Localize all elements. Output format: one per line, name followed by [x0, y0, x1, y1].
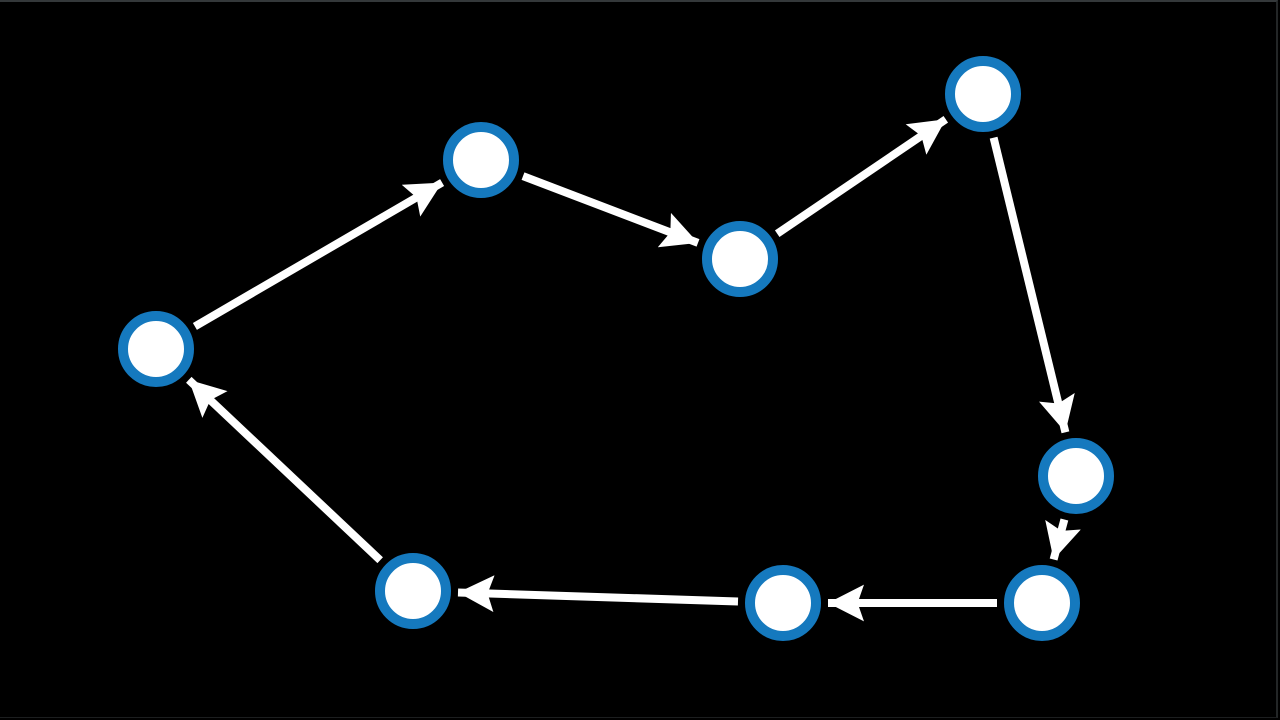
graph-node-n7: [745, 565, 821, 641]
graph-node-n2: [443, 122, 519, 198]
edge-layer: [186, 115, 1081, 622]
edge-arrow-n8-to-n1: [186, 376, 383, 564]
edge-arrow-n7-to-n8: [457, 575, 739, 613]
graph-node-n3: [702, 221, 778, 297]
edge-arrow-n2-to-n3: [521, 172, 700, 248]
edge-arrow-n5-to-n6: [1045, 518, 1081, 561]
graph-node-n6: [1004, 565, 1080, 641]
edge-arrow-n4-to-n5: [989, 136, 1075, 434]
graph-node-n5: [1038, 438, 1114, 514]
graph-node-n4: [945, 56, 1021, 132]
node-layer: [118, 56, 1114, 641]
edge-arrow-n3-to-n4: [774, 115, 949, 238]
graph-node-n1: [118, 311, 194, 387]
graph-node-n8: [375, 553, 451, 629]
edge-arrow-n1-to-n2: [192, 179, 445, 330]
